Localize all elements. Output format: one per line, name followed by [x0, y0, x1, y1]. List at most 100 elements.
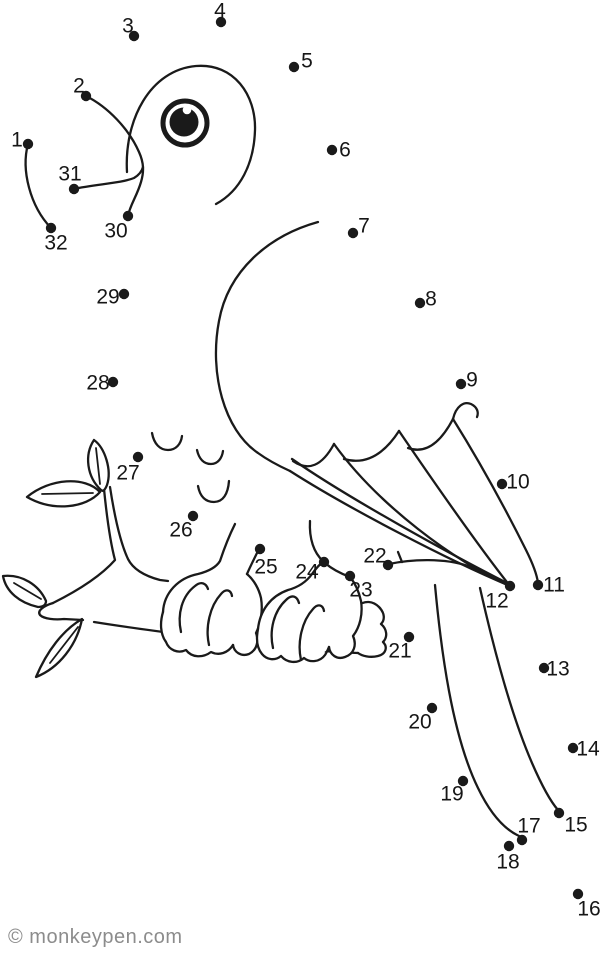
art-twig-right-edge: [108, 485, 170, 583]
dot-label-15: 15: [564, 814, 587, 837]
art-head-outline: [125, 64, 257, 206]
art-fluff-arc-1: [150, 431, 184, 452]
dot-label-11: 11: [543, 574, 565, 597]
dot-2[interactable]: [80, 90, 92, 102]
dot-label-9: 9: [466, 369, 478, 392]
dot-label-22: 22: [363, 545, 386, 568]
dot-label-19: 19: [440, 783, 463, 806]
art-wing-feather-3: [451, 417, 540, 585]
dot-27[interactable]: [132, 451, 144, 463]
dot-16[interactable]: [572, 888, 584, 900]
dot-label-3: 3: [122, 15, 134, 38]
dot-label-26: 26: [169, 519, 192, 542]
art-beak-mouth-line: [71, 165, 145, 191]
dot-1[interactable]: [22, 138, 34, 150]
dot-14[interactable]: [567, 742, 579, 754]
dot-19[interactable]: [457, 775, 469, 787]
art-branch-left-cap: [38, 601, 85, 622]
art-leaf-mid-left: [1, 574, 48, 609]
dot-18[interactable]: [503, 840, 515, 852]
dot-25[interactable]: [254, 543, 266, 555]
art-left-foot-hump: [161, 522, 237, 614]
dot-15[interactable]: [553, 807, 565, 819]
dot-10[interactable]: [496, 478, 508, 490]
dot-31[interactable]: [68, 183, 80, 195]
dot-17[interactable]: [516, 834, 528, 846]
parrot-eye: [160, 98, 210, 148]
art-leaf-top-left-vein: [41, 492, 94, 495]
dot-label-18: 18: [496, 851, 519, 874]
dot-label-17: 17: [517, 815, 540, 838]
dot-8[interactable]: [414, 297, 426, 309]
art-left-foot-bottom: [159, 610, 235, 658]
dot-label-25: 25: [254, 556, 277, 579]
art-right-foot-toe-1: [270, 595, 301, 650]
art-tail-left-curve: [433, 583, 521, 838]
dot-22[interactable]: [382, 559, 394, 571]
art-wing-edge-upper: [290, 457, 511, 586]
dot-label-4: 4: [214, 0, 226, 23]
dot-24[interactable]: [318, 556, 330, 568]
line-art-layer: [1, 64, 560, 838]
art-tail-right-curve: [478, 586, 560, 812]
eye-ring: [160, 98, 210, 148]
art-wing-line-to-22: [387, 558, 511, 587]
dots-layer: 1234567891011121314151617181920212223242…: [11, 0, 600, 921]
dot-30[interactable]: [122, 210, 134, 222]
art-leaf-bottom-vein: [49, 626, 79, 664]
art-wing-scallop-3: [406, 417, 455, 451]
dot-32[interactable]: [45, 222, 57, 234]
dot-label-29: 29: [96, 286, 119, 309]
dot-label-12: 12: [485, 590, 508, 613]
dot-label-32: 32: [44, 232, 67, 255]
dot-label-6: 6: [339, 139, 351, 162]
art-tick-near-22: [396, 550, 404, 564]
dot-7[interactable]: [347, 227, 359, 239]
dot-label-21: 21: [388, 640, 411, 663]
dot-29[interactable]: [118, 288, 130, 300]
watermark: © monkeypen.com: [8, 926, 183, 948]
dot-label-28: 28: [86, 372, 109, 395]
dot-label-7: 7: [358, 215, 370, 238]
dot-label-24: 24: [295, 561, 319, 584]
dot-4[interactable]: [215, 16, 227, 28]
art-leaf-bottom: [34, 617, 84, 679]
dot-26[interactable]: [187, 510, 199, 522]
art-left-foot-outer: [231, 572, 263, 656]
art-left-foot-body: [161, 524, 262, 657]
art-right-foot-bottom: [255, 627, 331, 664]
art-breast-outline: [214, 220, 320, 473]
art-right-foot-toe-2: [298, 604, 326, 662]
dot-9[interactable]: [455, 378, 467, 390]
art-wing-scallop-2: [342, 429, 401, 462]
dot-label-31: 31: [58, 163, 81, 186]
dot-11[interactable]: [532, 579, 544, 591]
art-leaf-mid-left-vein: [13, 582, 42, 600]
dot-6[interactable]: [326, 144, 338, 156]
art-head-left-curve: [24, 142, 53, 230]
dot-3[interactable]: [128, 30, 140, 42]
art-right-foot-hump: [256, 560, 325, 631]
dot-28[interactable]: [107, 376, 119, 388]
art-wing-feather-2: [397, 429, 512, 588]
dot-label-16: 16: [577, 898, 600, 921]
dot-20[interactable]: [426, 702, 438, 714]
art-wing-scallop-1: [291, 442, 336, 468]
dot-label-8: 8: [425, 288, 437, 311]
art-branch-right-cap: [355, 600, 388, 658]
art-beak-outline: [84, 94, 145, 218]
eye-highlight-icon: [182, 105, 192, 115]
dot-label-2: 2: [73, 75, 85, 98]
dot-12[interactable]: [504, 580, 516, 592]
dot-label-14: 14: [576, 738, 600, 761]
art-left-foot-toe-2: [206, 589, 234, 647]
dot-5[interactable]: [288, 61, 300, 73]
art-right-foot-body: [256, 521, 362, 660]
dot-label-27: 27: [116, 462, 139, 485]
dot-label-30: 30: [104, 220, 127, 243]
dot-13[interactable]: [538, 662, 550, 674]
dot-21[interactable]: [403, 631, 415, 643]
dot-23[interactable]: [344, 570, 356, 582]
